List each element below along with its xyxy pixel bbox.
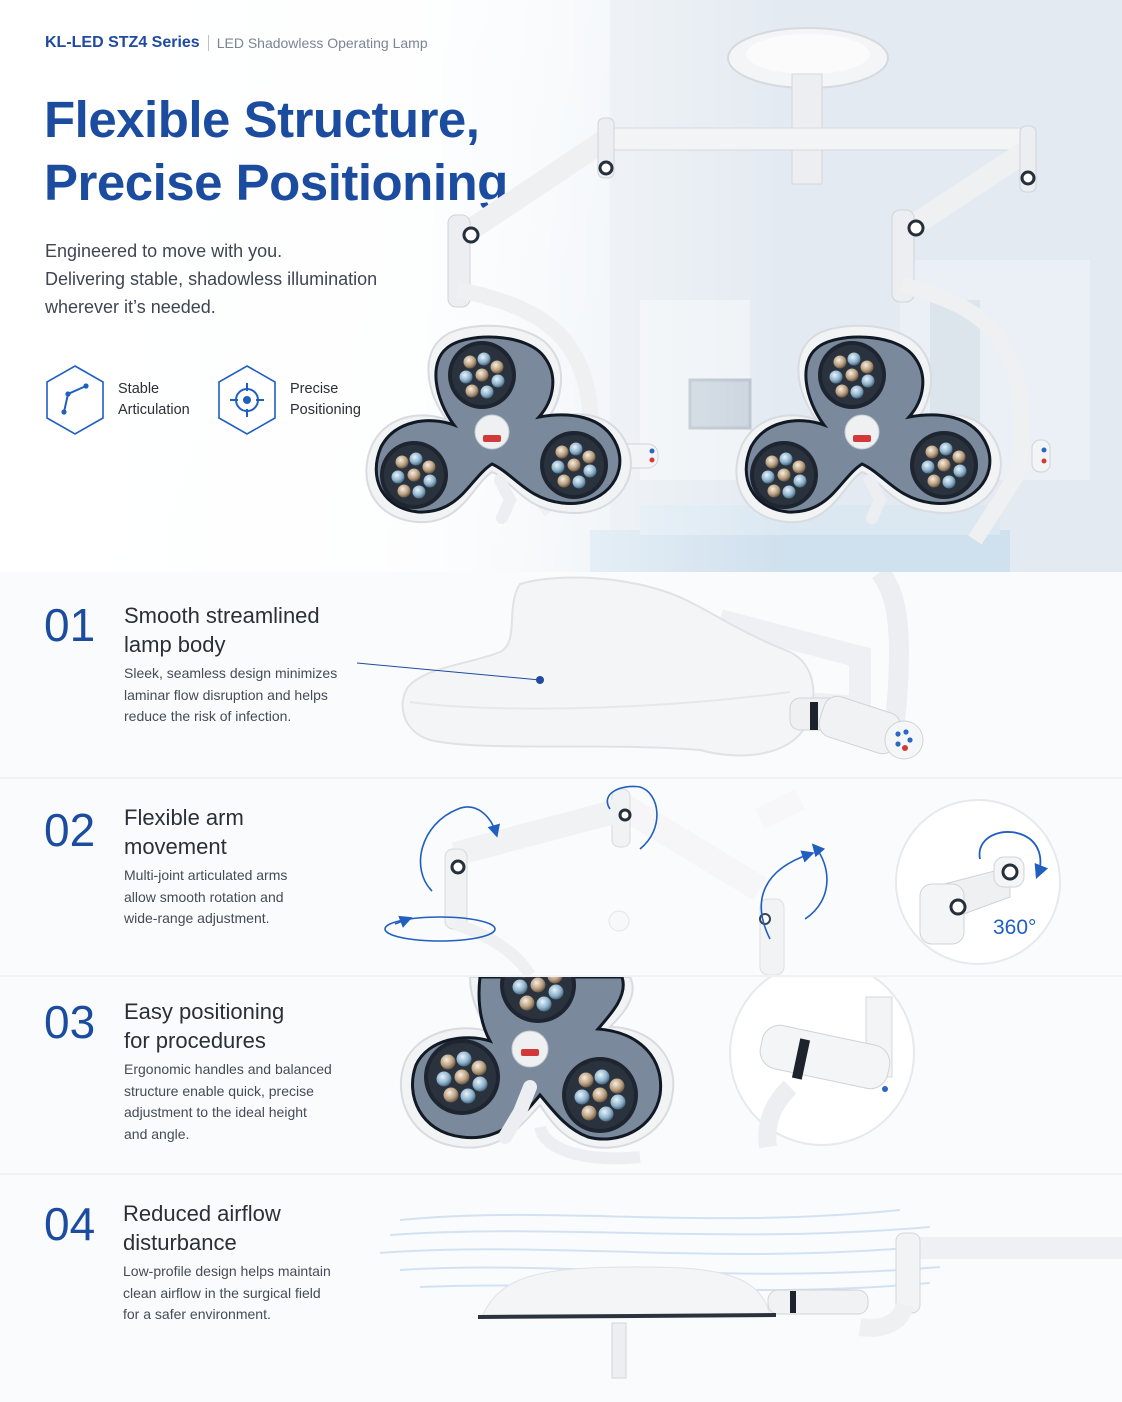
section-desc-line: structure enable quick, precise — [124, 1082, 314, 1099]
product-name: LED Shadowless Operating Lamp — [216, 35, 428, 51]
feature-section-02: 360° 02 Flexible arm movement Multi-join… — [0, 779, 1122, 975]
lamp-body-illustration — [356, 572, 924, 760]
section-desc-line: clean airflow in the surgical field — [123, 1284, 321, 1301]
feature-label: Stable Articulation — [118, 379, 190, 421]
feature-label-line: Precise — [290, 381, 339, 397]
section-title: Easy positioning for procedures — [124, 997, 284, 1055]
section-title: Flexible arm movement — [124, 803, 244, 861]
section-divider — [0, 975, 1122, 977]
section-desc-line: laminar flow disruption and helps — [124, 686, 328, 703]
section-number: 03 — [44, 996, 96, 1048]
section-desc-line: allow smooth rotation and — [124, 888, 284, 905]
section-divider — [0, 777, 1122, 779]
hero-title-line: Flexible Structure, — [44, 91, 480, 148]
section-desc-line: Low-profile design helps maintain — [123, 1263, 331, 1279]
section-desc-line: Ergonomic handles and balanced — [124, 1061, 332, 1077]
ceiling-lamp-illustration — [0, 27, 1051, 545]
section-title-line: movement — [124, 834, 227, 859]
feature-label-line: Positioning — [290, 402, 361, 418]
rotation-badge: 360° — [993, 916, 1036, 939]
feature-label: Precise Positioning — [290, 379, 361, 421]
hero-desc-line: Engineered to move with you. — [45, 241, 283, 261]
section-desc-line: adjustment to the ideal height — [124, 1104, 307, 1120]
crosshair-icon — [218, 365, 276, 435]
section-title: Smooth streamlined lamp body — [124, 601, 320, 659]
section-number: 04 — [44, 1198, 96, 1250]
section-desc-line: and angle. — [124, 1125, 190, 1142]
section-title: Reduced airflow disturbance — [123, 1199, 281, 1257]
articulation-icon — [46, 365, 104, 435]
hero-desc-line: Delivering stable, shadowless illuminati… — [45, 269, 378, 289]
hero-description: Engineered to move with you. Delivering … — [45, 237, 377, 321]
section-desc-line: reduce the risk of infection. — [124, 708, 292, 724]
section-description: Multi-joint articulated arms allow smoot… — [124, 865, 287, 930]
feature-label-line: Stable — [118, 381, 160, 397]
section-title-line: Smooth streamlined — [124, 603, 320, 628]
hero-title: Flexible Structure, Precise Positioning — [44, 88, 508, 214]
section-description: Ergonomic handles and balanced structure… — [124, 1059, 332, 1145]
section-title-line: for procedures — [124, 1028, 266, 1053]
feature-section-04: 04 Reduced airflow disturbance Low-profi… — [0, 1175, 1122, 1402]
section-description: Sleek, seamless design minimizes laminar… — [124, 663, 337, 728]
header-bar: KL-LED STZ4 Series LED Shadowless Operat… — [45, 34, 428, 52]
section-divider — [0, 1173, 1122, 1175]
feature-precise-positioning: Precise Positioning — [216, 364, 361, 436]
section-number: 02 — [44, 804, 96, 856]
arm-movement-illustration: 360° — [384, 785, 1061, 975]
section-description: Low-profile design helps maintain clean … — [123, 1261, 331, 1326]
feature-stable-articulation: Stable Articulation — [44, 364, 190, 436]
feature-section-01: 01 Smooth streamlined lamp body Sleek, s… — [0, 572, 1122, 778]
positioning-illustration — [400, 977, 915, 1165]
section-desc-line: for a safer environment. — [123, 1306, 271, 1322]
hero-title-line: Precise Positioning — [44, 154, 508, 211]
section-title-line: disturbance — [123, 1230, 237, 1255]
section-desc-line: Sleek, seamless design minimizes — [124, 665, 338, 681]
hero-section: KL-LED STZ4 Series LED Shadowless Operat… — [0, 0, 1122, 572]
series-name: KL-LED STZ4 Series — [45, 34, 200, 51]
feature-section-03: 03 Easy positioning for procedures Ergon… — [0, 977, 1122, 1173]
feature-label-line: Articulation — [118, 402, 190, 418]
section-title-line: lamp body — [124, 632, 226, 657]
section-number: 01 — [44, 599, 96, 651]
section-desc-line: Multi-joint articulated arms — [124, 867, 288, 883]
section-title-line: Flexible arm — [124, 805, 244, 830]
section-title-line: Easy positioning — [124, 999, 285, 1024]
section-title-line: Reduced airflow — [123, 1201, 281, 1226]
section-desc-line: wide-range adjustment. — [124, 910, 270, 926]
airflow-illustration — [379, 1209, 1122, 1379]
header-divider — [207, 35, 209, 51]
hero-desc-line: wherever it’s needed. — [45, 297, 216, 317]
